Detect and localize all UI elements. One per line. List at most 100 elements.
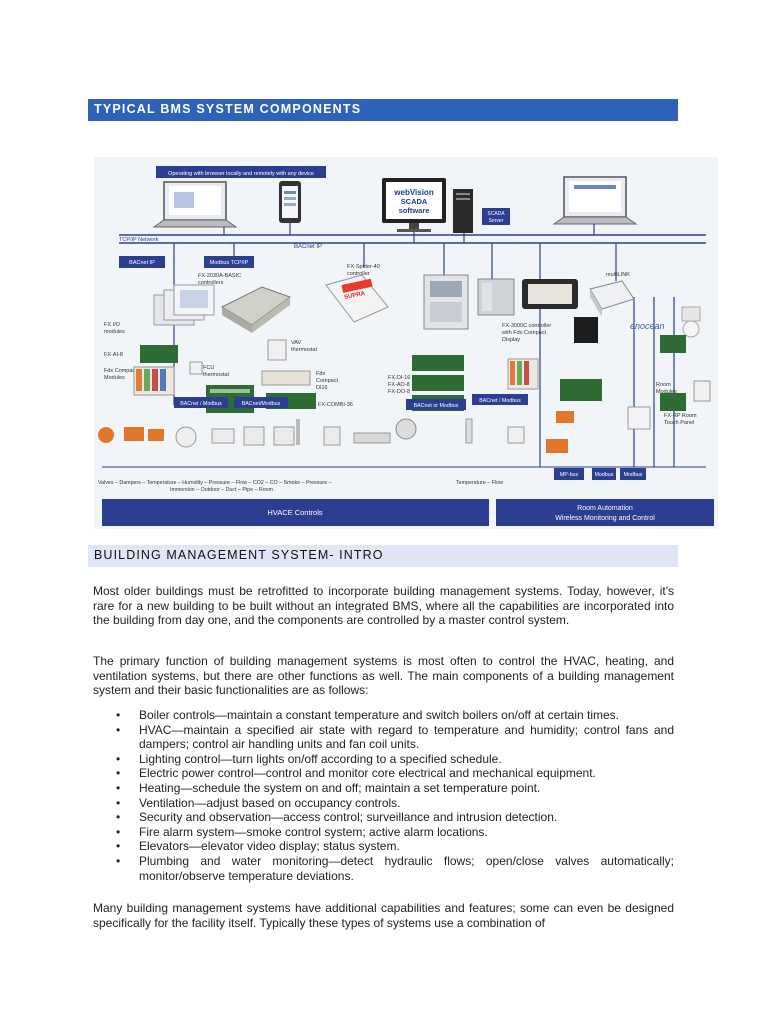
section-heading-components-text: TYPICAL BMS SYSTEM COMPONENTS [94, 102, 362, 116]
sensor-row-1: Valves – Dampers – Temperature – Humidit… [98, 480, 332, 486]
fx-io-label-1: FX I/O [104, 322, 121, 328]
room-panel-icon [574, 317, 598, 343]
bus-box-modbus-text: Modbus [595, 472, 614, 478]
paragraph-2: The primary function of building managem… [93, 654, 674, 698]
fx-io-label-2: modules [104, 329, 125, 335]
fdx-compact-modules-2-icon [507, 358, 539, 390]
fx2030a-label-2: controllers [198, 280, 224, 286]
scada-server-line2: Server [489, 218, 504, 224]
list-item: •HVAC—maintain a specified air state wit… [93, 723, 674, 752]
fdx-di16-label-1: Fdx [316, 371, 325, 377]
list-item-text: Fire alarm system—smoke control system; … [139, 824, 488, 839]
bacnet-ip-box [119, 256, 165, 268]
room-automation-bar [496, 499, 714, 526]
sensor-row-1b: Temperature – Flow [456, 480, 503, 486]
list-item-text: Boiler controls—maintain a constant temp… [139, 708, 620, 722]
bacnet-ip-box-text: BACnet IP [129, 260, 155, 266]
supra-logo-text: SUPRA [344, 291, 366, 301]
bullet-icon: • [116, 766, 121, 781]
fx2030a-label-1: FX-2030A-BASIC [198, 273, 241, 279]
list-item-text: Security and observation—access control;… [139, 810, 558, 825]
fx-3000c-controller-icon [423, 274, 469, 330]
section-heading-intro-text: BUILDING MANAGEMENT SYSTEM- INTRO [94, 548, 384, 562]
bullet-icon: • [116, 839, 121, 854]
smartphone-icon [279, 181, 301, 223]
list-item-text: Ventilation—adjust based on occupancy co… [139, 795, 401, 810]
list-item: •Heating—schedule the system on and off;… [93, 781, 674, 796]
fdx-di16-icon [261, 370, 311, 386]
fdx-modules-label-2: Modules [104, 375, 125, 381]
list-item-text: HVAC—maintain a specified air state with… [139, 722, 674, 752]
modbus-tcpip-box [204, 256, 254, 268]
multilink-gateway-icon [589, 280, 635, 317]
bus-box-bacnet-modbus-2-text: BACnet/Modbus [242, 401, 281, 407]
fx3000c-label-2: with Fdx Compact [501, 330, 546, 336]
laptop-right-icon [552, 176, 638, 225]
list-item-text: Heating—schedule the system on and off; … [139, 780, 541, 795]
actuator-board-icon [560, 379, 602, 401]
hvace-controls-text: HVACE Controls [267, 508, 323, 517]
bus-box-modbus-2-text: Modbus [624, 472, 643, 478]
room-modules-icon [660, 335, 711, 411]
fx-rp-label-1: FX-RP Room [664, 413, 697, 419]
fx-stack-label-3: FX-DO-8 [388, 389, 410, 395]
room-modules-label-1: Room [656, 382, 671, 388]
room-automation-line2: Wireless Monitoring and Control [555, 515, 655, 522]
vav-label-2: thermostat [291, 347, 317, 353]
list-item: • Electric power control—control and moni… [93, 766, 674, 781]
list-item: •Plumbing and water monitoring—detect hy… [93, 854, 674, 883]
fx3000c-label-3: Display [502, 337, 520, 343]
bus-box-modbus [592, 468, 616, 480]
io-module-icon [477, 278, 515, 316]
fcu-thermostat-icon [189, 361, 203, 375]
bus-box-bacnet-modbus-1-text: BACnet / Modbus [180, 401, 222, 407]
hvace-controls-bar [102, 499, 489, 526]
fx-ai8-board-icon [140, 345, 178, 363]
paragraph-3: Many building management systems have ad… [93, 901, 674, 930]
fx-stack-label-1: FX-DI-16 [388, 375, 410, 381]
fdx-compact-display-icon [522, 279, 578, 309]
bus-box-bacnet-or-modbus [406, 399, 466, 410]
bus-box-bacnet-modbus-3 [472, 394, 528, 405]
fx-spider-label-1: FX-Spider-40 [347, 264, 380, 270]
bullet-icon: • [116, 708, 121, 722]
components-list: • Boiler controls—maintain a constant tem… [93, 708, 674, 883]
bullet-icon: • [116, 810, 121, 825]
bms-diagram-svg: Operating with browser locally and remot… [98, 166, 714, 526]
fdx-compact-modules-icon [133, 366, 175, 396]
paragraph-1: Most older buildings must be retrofitted… [93, 584, 674, 628]
bus-box-bacnet-modbus-3-text: BACnet / Modbus [479, 398, 521, 404]
fx-spider-label-2: controller [347, 271, 370, 277]
fx-stack-label-2: FX-AO-8 [388, 382, 410, 388]
scada-logo-line1: webVision [393, 188, 434, 197]
room-modules-label-2: Modules [656, 389, 677, 395]
section-heading-components: TYPICAL BMS SYSTEM COMPONENTS [88, 99, 678, 121]
bus-box-mp-bus-text: MP-bus [560, 472, 579, 478]
bus-box-bacnet-modbus-2 [234, 397, 288, 408]
bus-box-bacnet-or-modbus-text: BACnet or Modbus [414, 403, 459, 409]
vav-thermostat-icon [267, 339, 287, 361]
fx-combi-label: FX-COMBI-36 [318, 402, 353, 408]
bullet-icon: • [116, 751, 121, 766]
list-item: • Security and observation—access control… [93, 810, 674, 825]
field-devices-row [98, 411, 574, 453]
fdx-di16-label-2: Compact [316, 378, 338, 384]
list-item: • Lighting control—turn lights on/off acc… [93, 752, 674, 767]
sensor-row-2: Immersion – Outdoor – Duct – Pipe – Room [170, 487, 274, 493]
fx2030a-controller-icon [220, 286, 292, 333]
bus-box-bacnet-modbus-1 [174, 397, 228, 408]
list-item-text: Lighting control—turn lights on/off acco… [139, 751, 502, 766]
list-item-text: Electric power control—control and monit… [139, 766, 596, 781]
list-item-text: Elevators—elevator video display; status… [139, 839, 400, 854]
list-item: •Fire alarm system—smoke control system;… [93, 825, 674, 840]
multilink-label: multiLINK [606, 272, 630, 278]
list-item: • Elevators—elevator video display; statu… [93, 839, 674, 854]
bullet-icon: • [116, 795, 121, 810]
fdx-di16-label-3: DI16 [316, 385, 328, 391]
room-controller-icons [153, 284, 215, 326]
fx3000c-label-1: FX-3000C controller [502, 323, 551, 329]
scada-server-line1: SCADA [487, 211, 505, 217]
browser-banner-text: Operating with browser locally and remot… [168, 171, 314, 177]
list-item-text: Plumbing and water monitoring—detect hyd… [139, 853, 674, 883]
vav-label-1: VAV [291, 340, 302, 346]
